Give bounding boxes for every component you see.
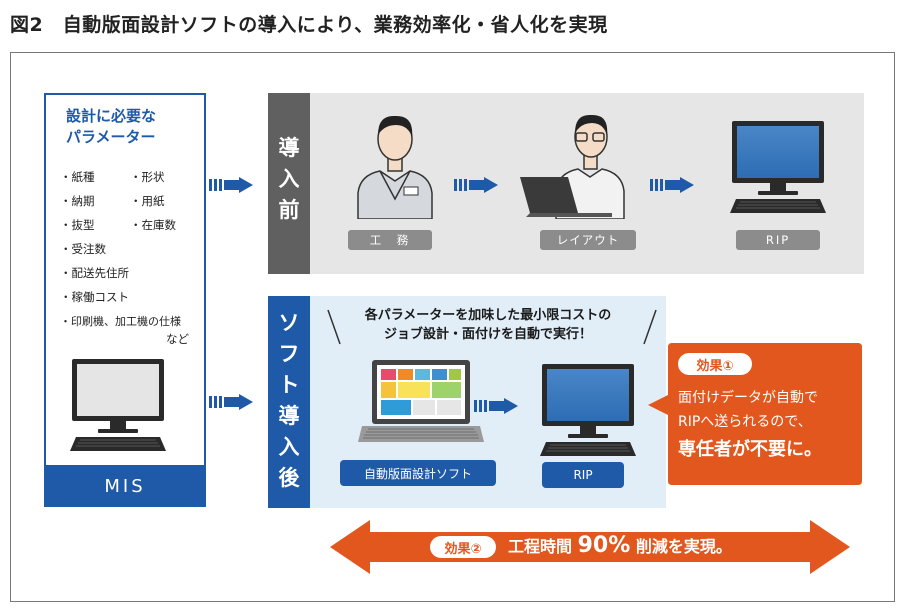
- effect2-text-after: 削減を実現。: [635, 537, 732, 556]
- rip-monitor-icon: [539, 363, 637, 457]
- after-label-char: ソ: [278, 311, 300, 335]
- before-label-char: 入: [278, 167, 300, 191]
- param-item: ・稼働コスト: [60, 290, 129, 304]
- figure-title: 図2 自動版面設計ソフトの導入により、業務効率化・省人化を実現: [10, 14, 608, 36]
- after-banner: 各パラメーターを加味した最小限コストの ジョブ設計・面付けを自動で実行！: [310, 306, 666, 344]
- effect2-text-before: 工程時間: [508, 537, 573, 556]
- laptop-software-icon: [358, 360, 484, 442]
- param-item: ・用紙: [130, 194, 165, 208]
- param-item: ・納期: [60, 194, 95, 208]
- mis-label: MIS: [44, 465, 206, 507]
- effect1-line1: 面付けデータが自動で: [678, 390, 818, 406]
- param-item: ・紙種: [60, 170, 95, 184]
- rip-monitor-icon: [729, 120, 827, 214]
- after-banner-line2: ジョブ設計・面付けを自動で実行！: [383, 327, 592, 342]
- factory-worker-icon: [357, 115, 433, 219]
- auto-layout-software-label: 自動版面設計ソフト: [340, 460, 496, 486]
- parameters-heading-line1: 設計に必要な: [66, 107, 157, 125]
- param-item: ・受注数: [60, 242, 106, 256]
- after-label-char: フ: [278, 342, 300, 366]
- banner-slash-decoration: [327, 309, 657, 345]
- arrow-right-icon: [209, 177, 253, 193]
- rip-label: RIP: [542, 462, 624, 488]
- effect2-text: 工程時間 90% 削減を実現。: [508, 533, 732, 558]
- param-item: ・在庫数: [130, 218, 176, 232]
- effect2-number: 90%: [577, 533, 631, 558]
- after-panel: 各パラメーターを加味した最小限コストの ジョブ設計・面付けを自動で実行！ 自動版…: [310, 296, 666, 508]
- effect1-badge: 効果①: [678, 353, 752, 375]
- param-item: ・配送先住所: [60, 266, 129, 280]
- arrow-right-icon: [454, 177, 498, 193]
- effect1-callout-shape: [648, 343, 862, 485]
- after-label: ソ フ ト 導 入 後: [268, 296, 310, 508]
- effect1-line3: 専任者が不要に。: [678, 439, 822, 460]
- effect2-badge: 効果②: [430, 536, 496, 558]
- layout-designer-icon: [520, 114, 625, 219]
- after-label-char: 導: [278, 404, 300, 428]
- arrow-right-icon: [209, 394, 253, 410]
- after-label-char: 入: [278, 435, 300, 459]
- after-label-char: ト: [278, 373, 300, 397]
- mis-monitor-icon: [70, 359, 166, 451]
- effect2-double-arrow: [330, 520, 850, 574]
- before-label-char: 前: [278, 198, 300, 222]
- param-tail: など: [166, 332, 189, 346]
- param-item: ・抜型: [60, 218, 95, 232]
- figure-frame: [10, 52, 895, 602]
- step-layout-label: レイアウト: [540, 230, 636, 250]
- after-label-char: 後: [278, 466, 300, 490]
- param-item: ・印刷機、加工機の仕様: [60, 315, 181, 328]
- arrow-right-icon: [474, 398, 518, 414]
- param-item: ・形状: [130, 170, 165, 184]
- before-panel: 工 務 レイアウト RIP: [310, 93, 864, 274]
- effect1-callout: 効果① 面付けデータが自動で RIPへ送られるので、 専任者が不要に。: [668, 343, 864, 485]
- before-label-char: 導: [278, 136, 300, 160]
- before-label: 導 入 前: [268, 93, 310, 274]
- after-banner-line1: 各パラメーターを加味した最小限コストの: [364, 308, 612, 323]
- mis-panel: 設計に必要な パラメーター ・紙種 ・形状 ・納期 ・用紙 ・抜型 ・在庫数 ・…: [44, 93, 206, 507]
- parameters-heading-line2: パラメーター: [66, 128, 156, 146]
- step-engineering-label: 工 務: [348, 230, 432, 250]
- step-rip-label: RIP: [736, 230, 820, 250]
- parameters-heading: 設計に必要な パラメーター: [66, 106, 202, 148]
- effect1-line2: RIPへ送られるので、: [678, 414, 812, 430]
- arrow-right-icon: [650, 177, 694, 193]
